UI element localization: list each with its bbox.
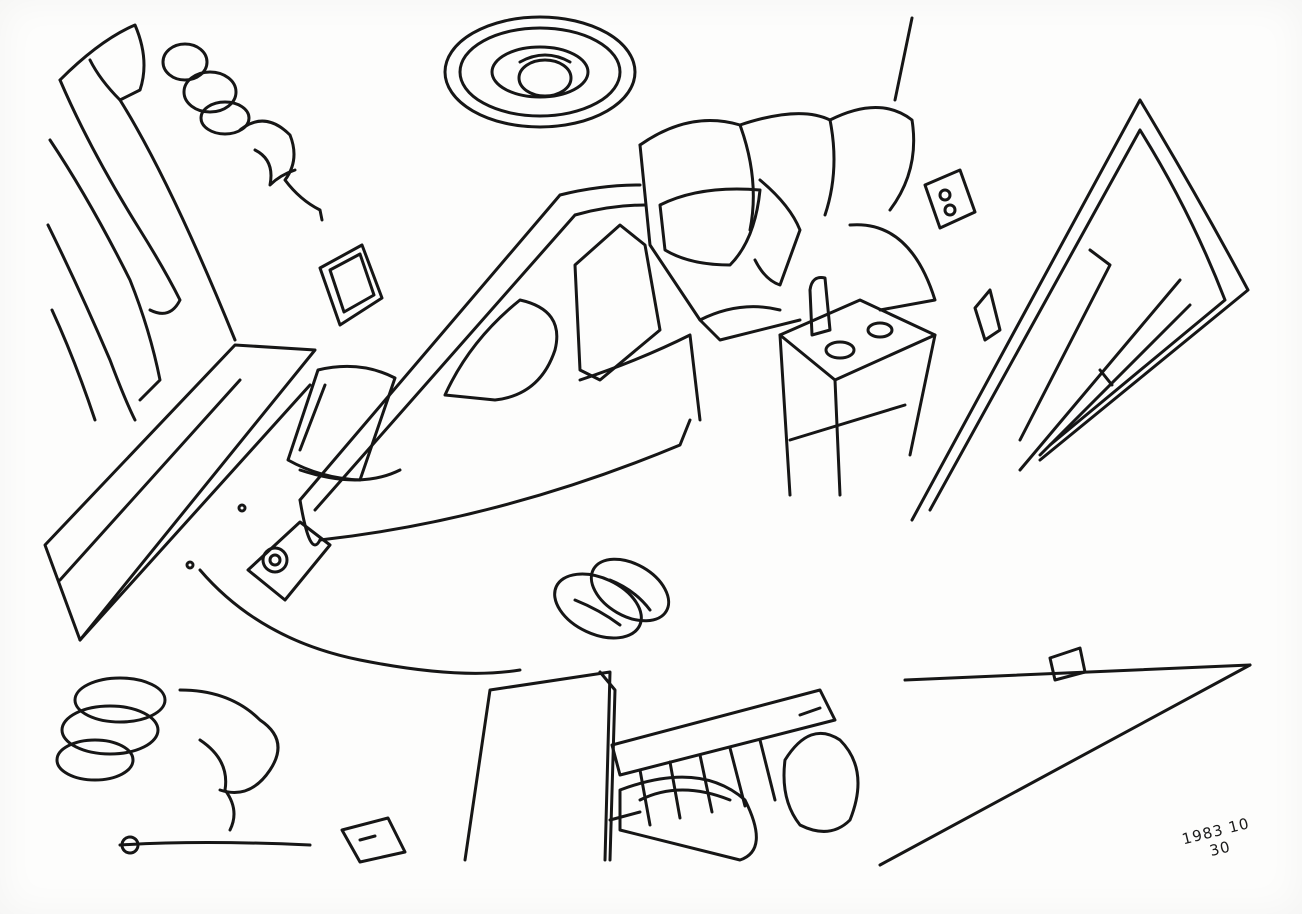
floor-box [340, 816, 407, 864]
side-table [778, 276, 937, 497]
teapot [782, 706, 860, 833]
radio-box [246, 520, 332, 602]
floor-edge-lower [878, 663, 1252, 867]
door [910, 98, 1250, 522]
wall-sconce [161, 42, 324, 222]
wall-socket [973, 288, 1002, 342]
floor-edge [198, 568, 522, 675]
chair-cushion [658, 178, 802, 287]
writing-desk [43, 343, 317, 642]
wall-corner-line [893, 16, 914, 102]
wall-switch-plate [923, 168, 977, 230]
floor-socket [1048, 646, 1087, 682]
radiator [610, 688, 837, 827]
wall-frame [318, 243, 384, 327]
chair-back [463, 670, 617, 862]
ceiling-lamp [443, 15, 637, 129]
daybed [298, 183, 702, 547]
handbag [608, 775, 758, 862]
sofa-pillow [286, 364, 397, 482]
ornate-lamp [55, 676, 312, 855]
armchair [638, 106, 937, 342]
hanging-coats [46, 23, 237, 422]
slippers [553, 557, 671, 640]
